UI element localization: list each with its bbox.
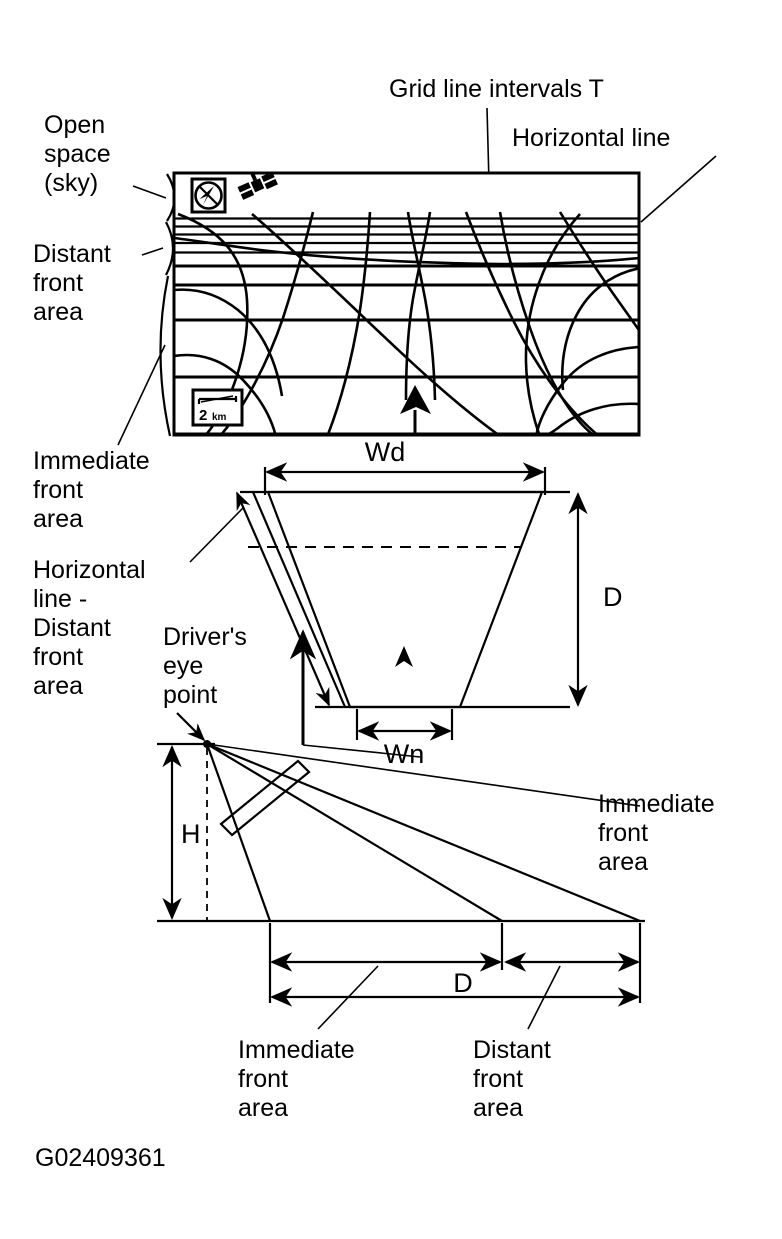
immediate-front-bottom-3: area [238, 1094, 288, 1122]
label-distant-front-area-bottom: Distant front area [473, 1036, 551, 1122]
leader-immediate-front-left [117, 344, 166, 446]
trapezoid-shape [266, 490, 544, 709]
trapezoid-plan-panel: Wd D Wn [235, 437, 623, 769]
d-side-label: D [453, 968, 473, 998]
dimension-d-trapezoid: D [568, 491, 623, 708]
immediate-front-bottom-2: front [238, 1065, 288, 1093]
brace-distant-front [165, 221, 175, 276]
leader-immediate-bottom [317, 965, 379, 1030]
label-horizontal-distant: Horizontal line - Distant front area [33, 507, 244, 700]
immediate-front-left-2: front [33, 476, 83, 504]
map-contents [174, 211, 639, 435]
immediate-front-right-1: Immediate [598, 790, 715, 818]
distant-front-left-2: front [33, 269, 83, 297]
scale-diagonal [200, 395, 234, 403]
leader-distant-front-left [141, 247, 164, 256]
sight-ray-near-bound [205, 743, 272, 922]
map-road-curves [174, 211, 639, 435]
dimension-h: H [162, 744, 201, 921]
immediate-front-bottom-1: Immediate [238, 1036, 355, 1064]
figure-id-label: G02409361 [35, 1144, 166, 1172]
horiz-distant-5: area [33, 672, 83, 700]
sight-ray-top-label-leader [206, 743, 641, 807]
horiz-distant-4: front [33, 643, 83, 671]
drivers-eye-3: point [163, 681, 217, 709]
scale-value: 2 [199, 407, 207, 424]
sight-ray-far [206, 742, 641, 923]
label-distant-front-area-left: Distant front area [33, 221, 175, 326]
drivers-eye-1: Driver's [163, 623, 247, 651]
display-screen-plane [219, 759, 311, 837]
distant-front-bottom-3: area [473, 1094, 523, 1122]
map-display-panel[interactable]: 2 km [172, 166, 641, 437]
immediate-front-right-3: area [598, 848, 648, 876]
horiz-distant-1: Horizontal [33, 556, 146, 584]
label-horizontal-line: Horizontal line [512, 124, 717, 223]
immediate-front-right-2: front [598, 819, 648, 847]
dimension-wn: Wn [355, 709, 454, 769]
open-space-line-3: (sky) [44, 169, 98, 197]
sight-ray-mid [206, 743, 503, 922]
dimension-d-side: D [269, 952, 503, 998]
brace-immediate-front [159, 275, 172, 437]
distant-front-bottom-1: Distant [473, 1036, 551, 1064]
label-immediate-front-area-bottom: Immediate front area [238, 1036, 355, 1122]
label-grid-line-intervals: Grid line intervals T [389, 75, 604, 221]
compass-icon[interactable] [190, 177, 227, 214]
label-immediate-front-area-right: Immediate front area [598, 790, 715, 876]
horiz-distant-3: Distant [33, 614, 111, 642]
trapezoid-inner-left-edge [251, 491, 347, 708]
grid-line-intervals-text: Grid line intervals T [389, 75, 604, 103]
map-scale-indicator: 2 km [191, 388, 244, 427]
scale-unit: km [212, 412, 227, 423]
wd-label: Wd [365, 437, 406, 467]
open-space-line-1: Open [44, 111, 105, 139]
grid-horizontal-lines [174, 217, 639, 435]
scale-ticks [197, 396, 238, 404]
horiz-distant-2: line - [33, 585, 87, 613]
d-trapezoid-label: D [603, 582, 623, 612]
compass-slash [198, 185, 219, 206]
distant-area-span-arrow [235, 491, 331, 707]
h-label: H [181, 819, 201, 849]
immediate-front-left-3: area [33, 505, 83, 533]
dimension-wd: Wd [263, 437, 547, 495]
horizontal-line-text: Horizontal line [512, 124, 670, 152]
scale-box [191, 388, 244, 427]
label-open-space: Open space (sky) [44, 111, 176, 222]
leader-open-space [132, 185, 167, 199]
label-immediate-front-area-left: Immediate front area [33, 275, 172, 533]
connector-diagonal [302, 744, 421, 758]
satellite-icon [237, 171, 278, 200]
open-space-line-2: space [44, 140, 111, 168]
distant-front-left-1: Distant [33, 240, 111, 268]
leader-drivers-eye [176, 712, 206, 742]
immediate-front-left-1: Immediate [33, 447, 150, 475]
distant-front-left-3: area [33, 298, 83, 326]
vehicle-arrow-icon [400, 385, 431, 435]
compass-needle [199, 186, 214, 205]
distant-front-bottom-2: front [473, 1065, 523, 1093]
leader-horizontal-line [640, 155, 717, 223]
trapezoid-vehicle-arrow-icon [395, 646, 413, 667]
drivers-eye-2: eye [163, 652, 203, 680]
leader-horiz-distant [189, 507, 244, 563]
side-elevation-panel: H D [157, 740, 645, 1030]
leader-distant-bottom [527, 965, 561, 1030]
label-drivers-eye-point: Driver's eye point [163, 623, 247, 742]
